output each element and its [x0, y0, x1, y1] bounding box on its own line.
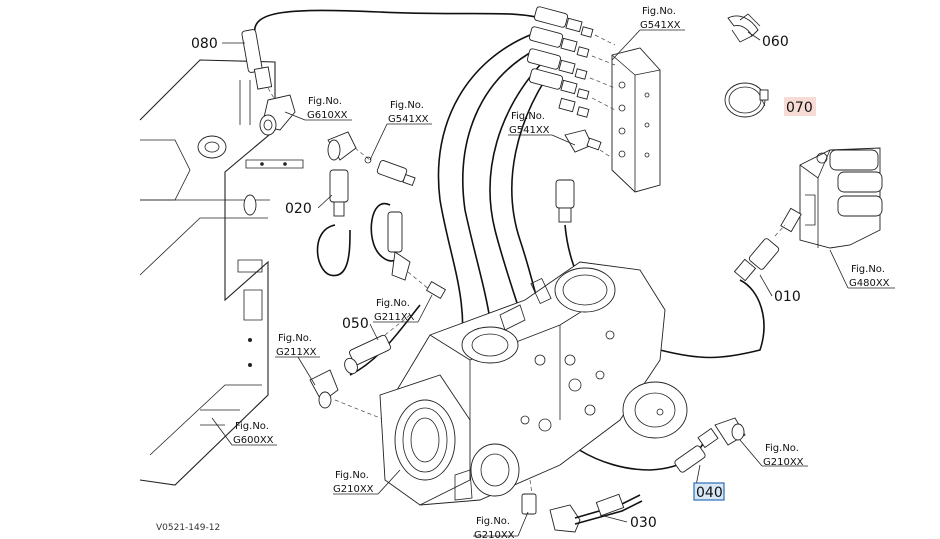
part-040-sensor: [674, 417, 746, 473]
fig-ref-g210-mid: Fig.No. G210XX: [333, 470, 374, 495]
elbow-fitting-right: [555, 129, 613, 223]
fig-ref-g480: Fig.No. G480XX: [849, 264, 890, 289]
fig-ref-code: G210XX: [763, 457, 804, 468]
fig-ref-g600: Fig.No. G600XX: [233, 421, 274, 446]
fig-ref-label: Fig.No.: [335, 470, 369, 481]
control-valve-block: [780, 147, 883, 249]
part-010-sensor: [733, 224, 786, 282]
fig-ref-g211-left: Fig.No. G211XX: [276, 333, 317, 358]
part-label-050: 050: [342, 316, 369, 332]
fig-ref-label: Fig.No.: [278, 333, 312, 344]
part-label-070: 070: [786, 100, 813, 116]
fig-ref-label: Fig.No.: [476, 516, 510, 527]
tank-frame: [139, 59, 304, 486]
part-label-030: 030: [630, 515, 657, 531]
drawing-code: V0521-149-12: [156, 523, 220, 533]
fig-ref-label: Fig.No.: [851, 264, 885, 275]
hydraulic-pump: [379, 261, 688, 506]
fig-ref-code: G480XX: [849, 278, 890, 289]
fig-ref-code: G610XX: [307, 110, 348, 121]
fig-ref-code: G541XX: [640, 20, 681, 31]
fig-ref-g610: Fig.No. G610XX: [307, 96, 348, 121]
leader-lines: [211, 29, 895, 537]
highlight-040: [693, 482, 725, 501]
quick-coupler: [558, 97, 590, 118]
part-050-fitting: [344, 314, 411, 375]
part-label-040: 040: [696, 485, 723, 501]
fig-ref-code: G211XX: [276, 347, 317, 358]
fig-ref-g541-top: Fig.No. G541XX: [640, 6, 681, 31]
fig-ref-code: G600XX: [233, 435, 274, 446]
elbow-fitting-g211: [309, 369, 386, 421]
part-070-band: [724, 82, 769, 118]
part-label-010: 010: [774, 289, 801, 305]
part-020-coupler: [329, 169, 349, 217]
fig-ref-code: G210XX: [333, 484, 374, 495]
fig-ref-label: Fig.No.: [390, 100, 424, 111]
highlight-070: [784, 97, 816, 116]
fig-ref-label: Fig.No.: [765, 443, 799, 454]
fig-ref-code: G211XX: [374, 312, 415, 323]
part-label-060: 060: [762, 34, 789, 50]
hose-adapter: [387, 211, 447, 299]
quick-coupler: [533, 6, 594, 38]
fig-ref-label: Fig.No.: [308, 96, 342, 107]
fig-ref-g541-mid: Fig.No. G541XX: [388, 100, 429, 125]
part-030-pipe: [521, 479, 643, 533]
fig-ref-g541-right: Fig.No. G541XX: [509, 111, 550, 136]
fig-ref-label: Fig.No.: [642, 6, 676, 17]
fig-ref-g211-mid: Fig.No. G211XX: [374, 298, 415, 323]
elbow-fitting-left: [327, 131, 416, 187]
fig-ref-label: Fig.No.: [511, 111, 545, 122]
fig-ref-code: G541XX: [388, 114, 429, 125]
part-080-sensor: [241, 29, 296, 136]
part-label-020: 020: [285, 201, 312, 217]
quick-coupler: [528, 26, 590, 58]
part-label-080: 080: [191, 36, 218, 52]
quick-coupler: [526, 48, 588, 80]
part-060-clip: [727, 13, 761, 43]
fig-ref-g210-bot: Fig.No. G210XX: [474, 516, 515, 539]
fig-ref-code: G541XX: [509, 125, 550, 136]
fig-ref-label: Fig.No.: [376, 298, 410, 309]
fig-ref-label: Fig.No.: [235, 421, 269, 432]
top-valve-manifold: [526, 6, 661, 193]
fig-ref-g210-right: Fig.No. G210XX: [763, 443, 804, 468]
fig-ref-code: G210XX: [474, 530, 515, 539]
quick-coupler: [528, 68, 590, 100]
